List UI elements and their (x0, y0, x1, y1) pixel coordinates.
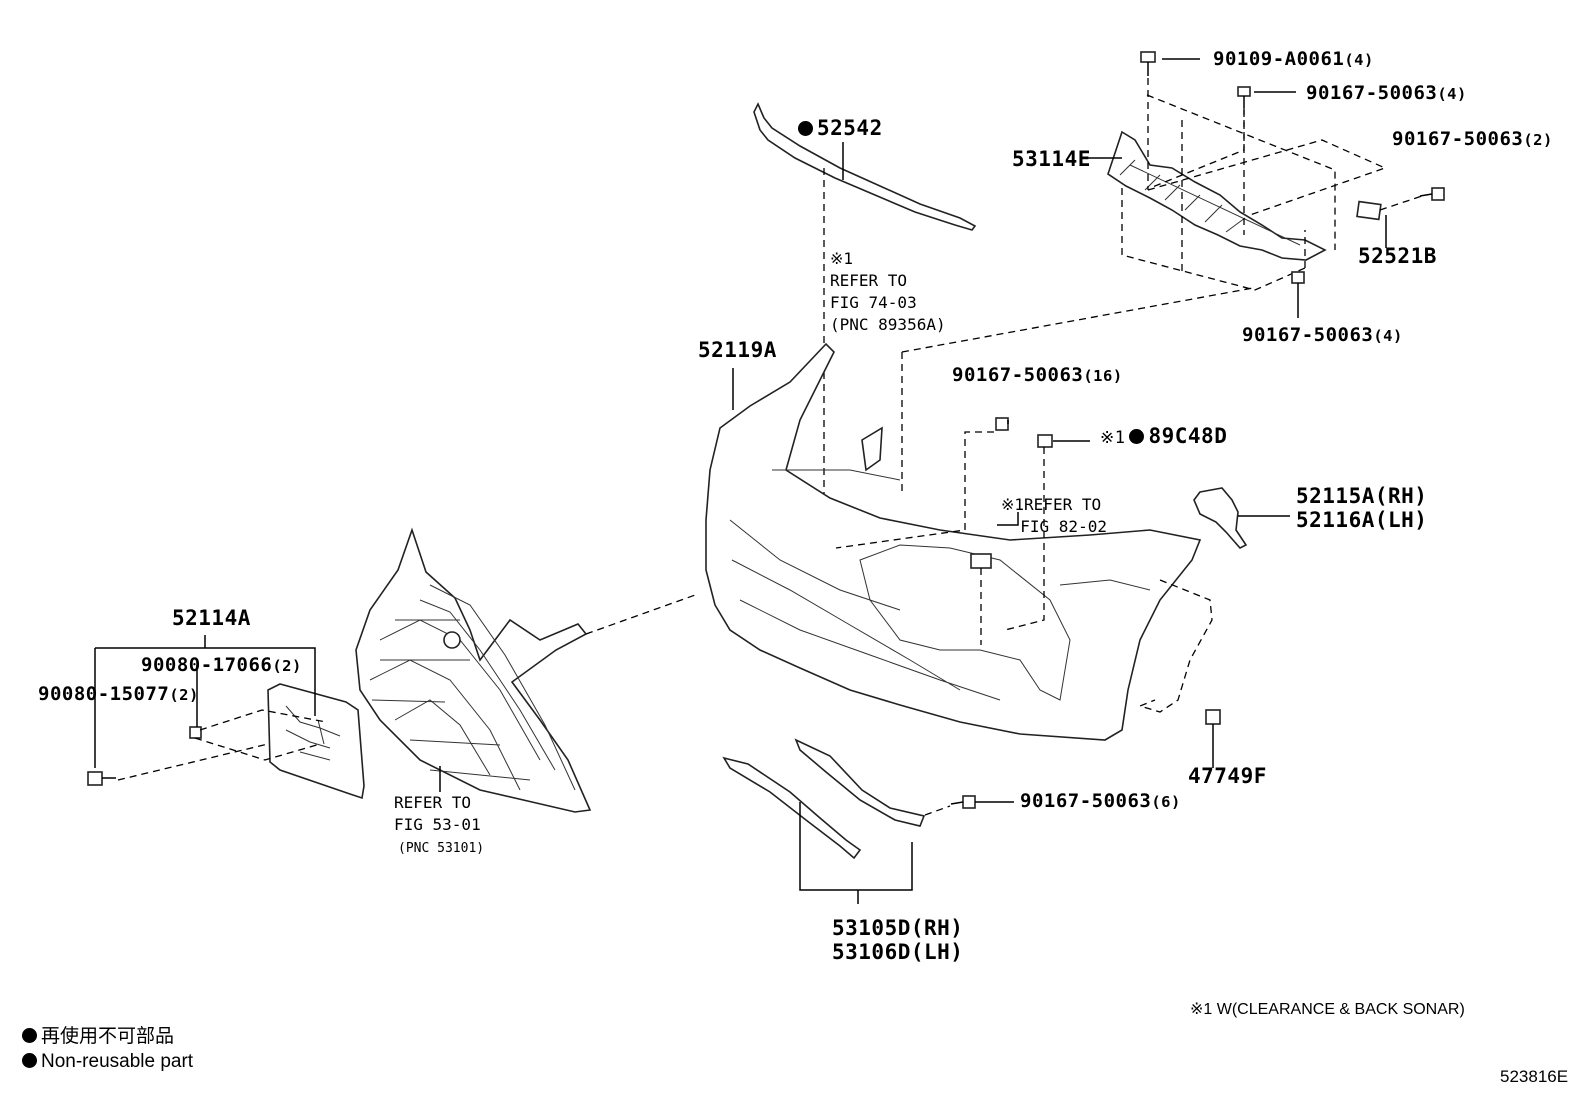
license-bracket-drawing (267, 683, 365, 800)
pn-text: 89C48D (1148, 424, 1228, 448)
nonreusable-dot-icon (798, 121, 813, 136)
label-90080-17066[interactable]: 90080-17066(2) (141, 656, 302, 675)
label-53105d[interactable]: 53105D(RH) (832, 918, 963, 939)
label-52542[interactable]: 52542 (798, 118, 883, 139)
ref-mark-text: ※1 (1100, 428, 1126, 448)
qty-text: (4) (1373, 327, 1403, 345)
qty-text: (4) (1437, 85, 1467, 103)
legend-jp: 再使用不可部品 (22, 1027, 174, 1046)
pn-text: 53114E (1012, 147, 1091, 171)
ref-fig-74-03[interactable]: ※1 REFER TO FIG 74-03 (PNC 89356A) (830, 249, 946, 334)
pn-text: 47749F (1188, 764, 1267, 788)
label-90167-50063-a[interactable]: 90167-50063(4) (1306, 84, 1467, 103)
label-90080-15077[interactable]: 90080-15077(2) (38, 685, 199, 704)
pn-text: 90080-17066 (141, 654, 273, 676)
diagram-id: 523816E (1500, 1067, 1569, 1086)
ref-fig-82-02[interactable]: ※1REFER TO FIG 82-02 (1001, 495, 1107, 536)
legend-jp-text: 再使用不可部品 (41, 1026, 175, 1047)
pn-text: 52114A (172, 606, 251, 630)
pn-text: 52119A (698, 338, 777, 362)
qty-text: (2) (1523, 131, 1553, 149)
bolts-top (1140, 51, 1445, 294)
grille-drawing (355, 527, 592, 813)
qty-text: (4) (1344, 51, 1374, 69)
label-52115a[interactable]: 52115A(RH) (1296, 486, 1427, 507)
footnote-ref-1: ※1 W(CLEARANCE & BACK SONAR) (1190, 1001, 1465, 1018)
ref-fig-53-01[interactable]: REFER TO FIG 53-01 (394, 793, 481, 834)
pn-text: 52521B (1358, 244, 1437, 268)
qty-text: (2) (272, 657, 302, 675)
pn-text: 90167-50063 (952, 364, 1084, 386)
label-90167-50063-d[interactable]: 90167-50063(16) (952, 366, 1123, 385)
label-53106d[interactable]: 53106D(LH) (832, 942, 963, 963)
pn-text: 90167-50063 (1306, 82, 1438, 104)
bumper-cover-52119a-drawing (705, 342, 1202, 741)
pn-text: 90109-A0061 (1213, 48, 1345, 70)
pn-text: 52115A(RH) (1296, 484, 1428, 508)
nonreusable-dot-icon (22, 1028, 37, 1043)
label-47749f[interactable]: 47749F (1188, 766, 1267, 787)
nonreusable-dot-icon (1129, 429, 1145, 444)
label-53114e[interactable]: 53114E (1012, 149, 1091, 170)
qty-text: (16) (1083, 367, 1123, 385)
pn-text: 52542 (817, 116, 883, 140)
label-52119a[interactable]: 52119A (698, 340, 777, 361)
nonreusable-dot-icon (22, 1053, 37, 1068)
label-90167-50063-e[interactable]: 90167-50063(6) (1020, 792, 1181, 811)
bracket-53114e-drawing (1107, 130, 1382, 261)
label-52116a[interactable]: 52116A(LH) (1296, 510, 1427, 531)
pn-text: 53105D(RH) (832, 916, 964, 940)
pn-text: 90167-50063 (1242, 324, 1374, 346)
ref-pnc-53101: (PNC 53101) (398, 841, 485, 856)
moldings-53105d-drawing (722, 738, 926, 860)
qty-text: (6) (1151, 793, 1181, 811)
label-90109-a0061[interactable]: 90109-A0061(4) (1213, 50, 1374, 69)
label-52114a[interactable]: 52114A (172, 608, 251, 629)
bracket-53114e-dashes (1121, 78, 1426, 291)
label-90167-50063-c[interactable]: 90167-50063(4) (1242, 326, 1403, 345)
legend-en: Non-reusable part (22, 1052, 193, 1071)
pn-text: 52116A(LH) (1296, 508, 1428, 532)
legend-en-text: Non-reusable part (41, 1051, 194, 1072)
pn-text: 90167-50063 (1392, 128, 1524, 150)
pn-text: 53106D(LH) (832, 940, 964, 964)
label-89c48d[interactable]: ※1 89C48D (1100, 426, 1227, 447)
qty-text: (2) (169, 686, 199, 704)
pn-text: 90080-15077 (38, 683, 170, 705)
label-90167-50063-b[interactable]: 90167-50063(2) (1392, 130, 1553, 149)
label-52521b[interactable]: 52521B (1358, 246, 1437, 267)
molding-52542-drawing (753, 102, 977, 231)
pn-text: 90167-50063 (1020, 790, 1152, 812)
